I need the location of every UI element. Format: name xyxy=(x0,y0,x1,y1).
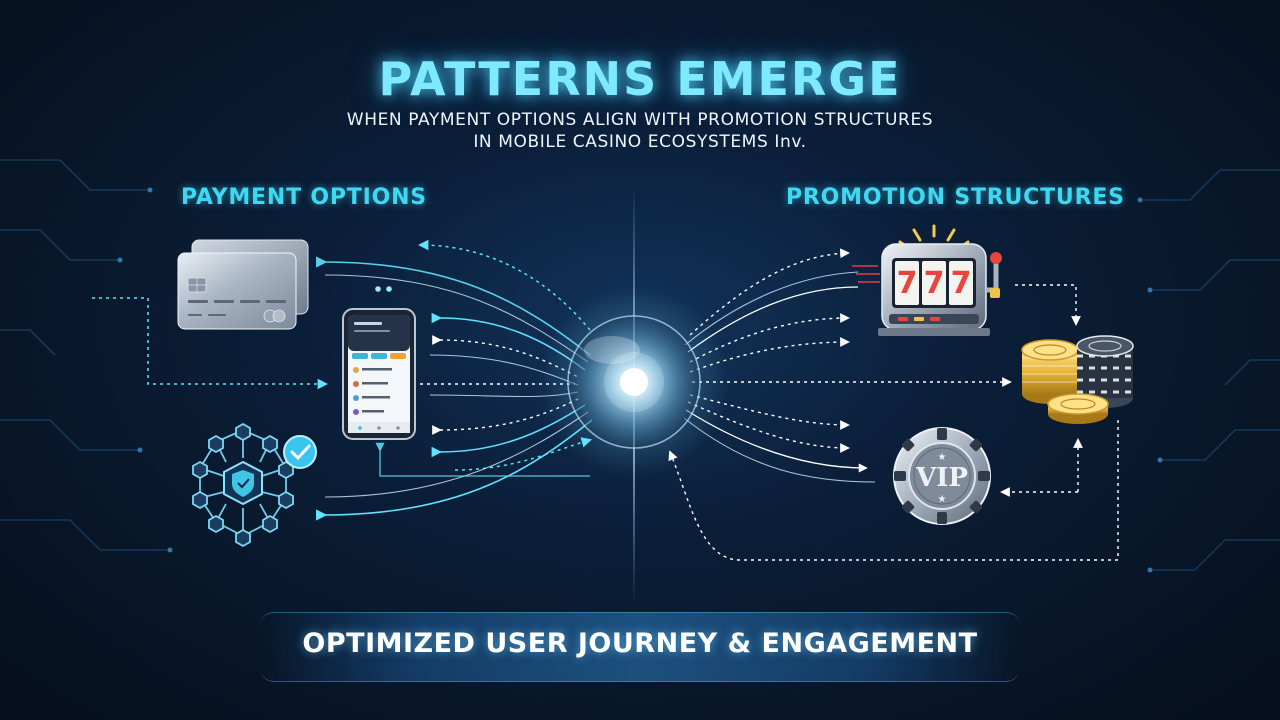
vip-chip-icon: VIP ★ ★ xyxy=(893,427,991,525)
circuit-dots xyxy=(117,187,1163,573)
footer-banner-text: OPTIMIZED USER JOURNEY & ENGAGEMENT xyxy=(302,628,978,659)
vip-star-bottom: ★ xyxy=(938,494,947,505)
payment-options-heading: PAYMENT OPTIONS xyxy=(181,185,427,210)
slot-machine-icon xyxy=(852,224,1002,336)
indicator-dots xyxy=(375,286,392,292)
glowing-orb-icon xyxy=(539,287,729,477)
reel-1: 7 xyxy=(897,266,918,301)
promotion-structures-heading: PROMOTION STRUCTURES xyxy=(786,185,1125,210)
subtitle-line-2: IN MOBILE CASINO ECOSYSTEMS Inv. xyxy=(473,132,807,152)
network-shield-icon xyxy=(192,422,317,548)
footer-banner xyxy=(260,612,1020,682)
circuit-traces xyxy=(0,159,1280,571)
page-title: PATTERNS EMERGE xyxy=(378,52,902,106)
subtitle-line-1: WHEN PAYMENT OPTIONS ALIGN WITH PROMOTIO… xyxy=(346,110,934,130)
reel-2: 7 xyxy=(924,266,945,301)
vip-label: VIP xyxy=(915,463,968,493)
credit-card-icon xyxy=(177,239,309,330)
reel-3: 7 xyxy=(951,266,972,301)
vip-star-top: ★ xyxy=(938,452,947,463)
slot-reels-label: 7 7 7 xyxy=(897,266,972,301)
chips-icon xyxy=(1021,335,1134,424)
left-dotted-connectors xyxy=(92,297,329,390)
right-dotted-connectors xyxy=(668,284,1119,561)
smartphone-icon xyxy=(342,308,416,440)
